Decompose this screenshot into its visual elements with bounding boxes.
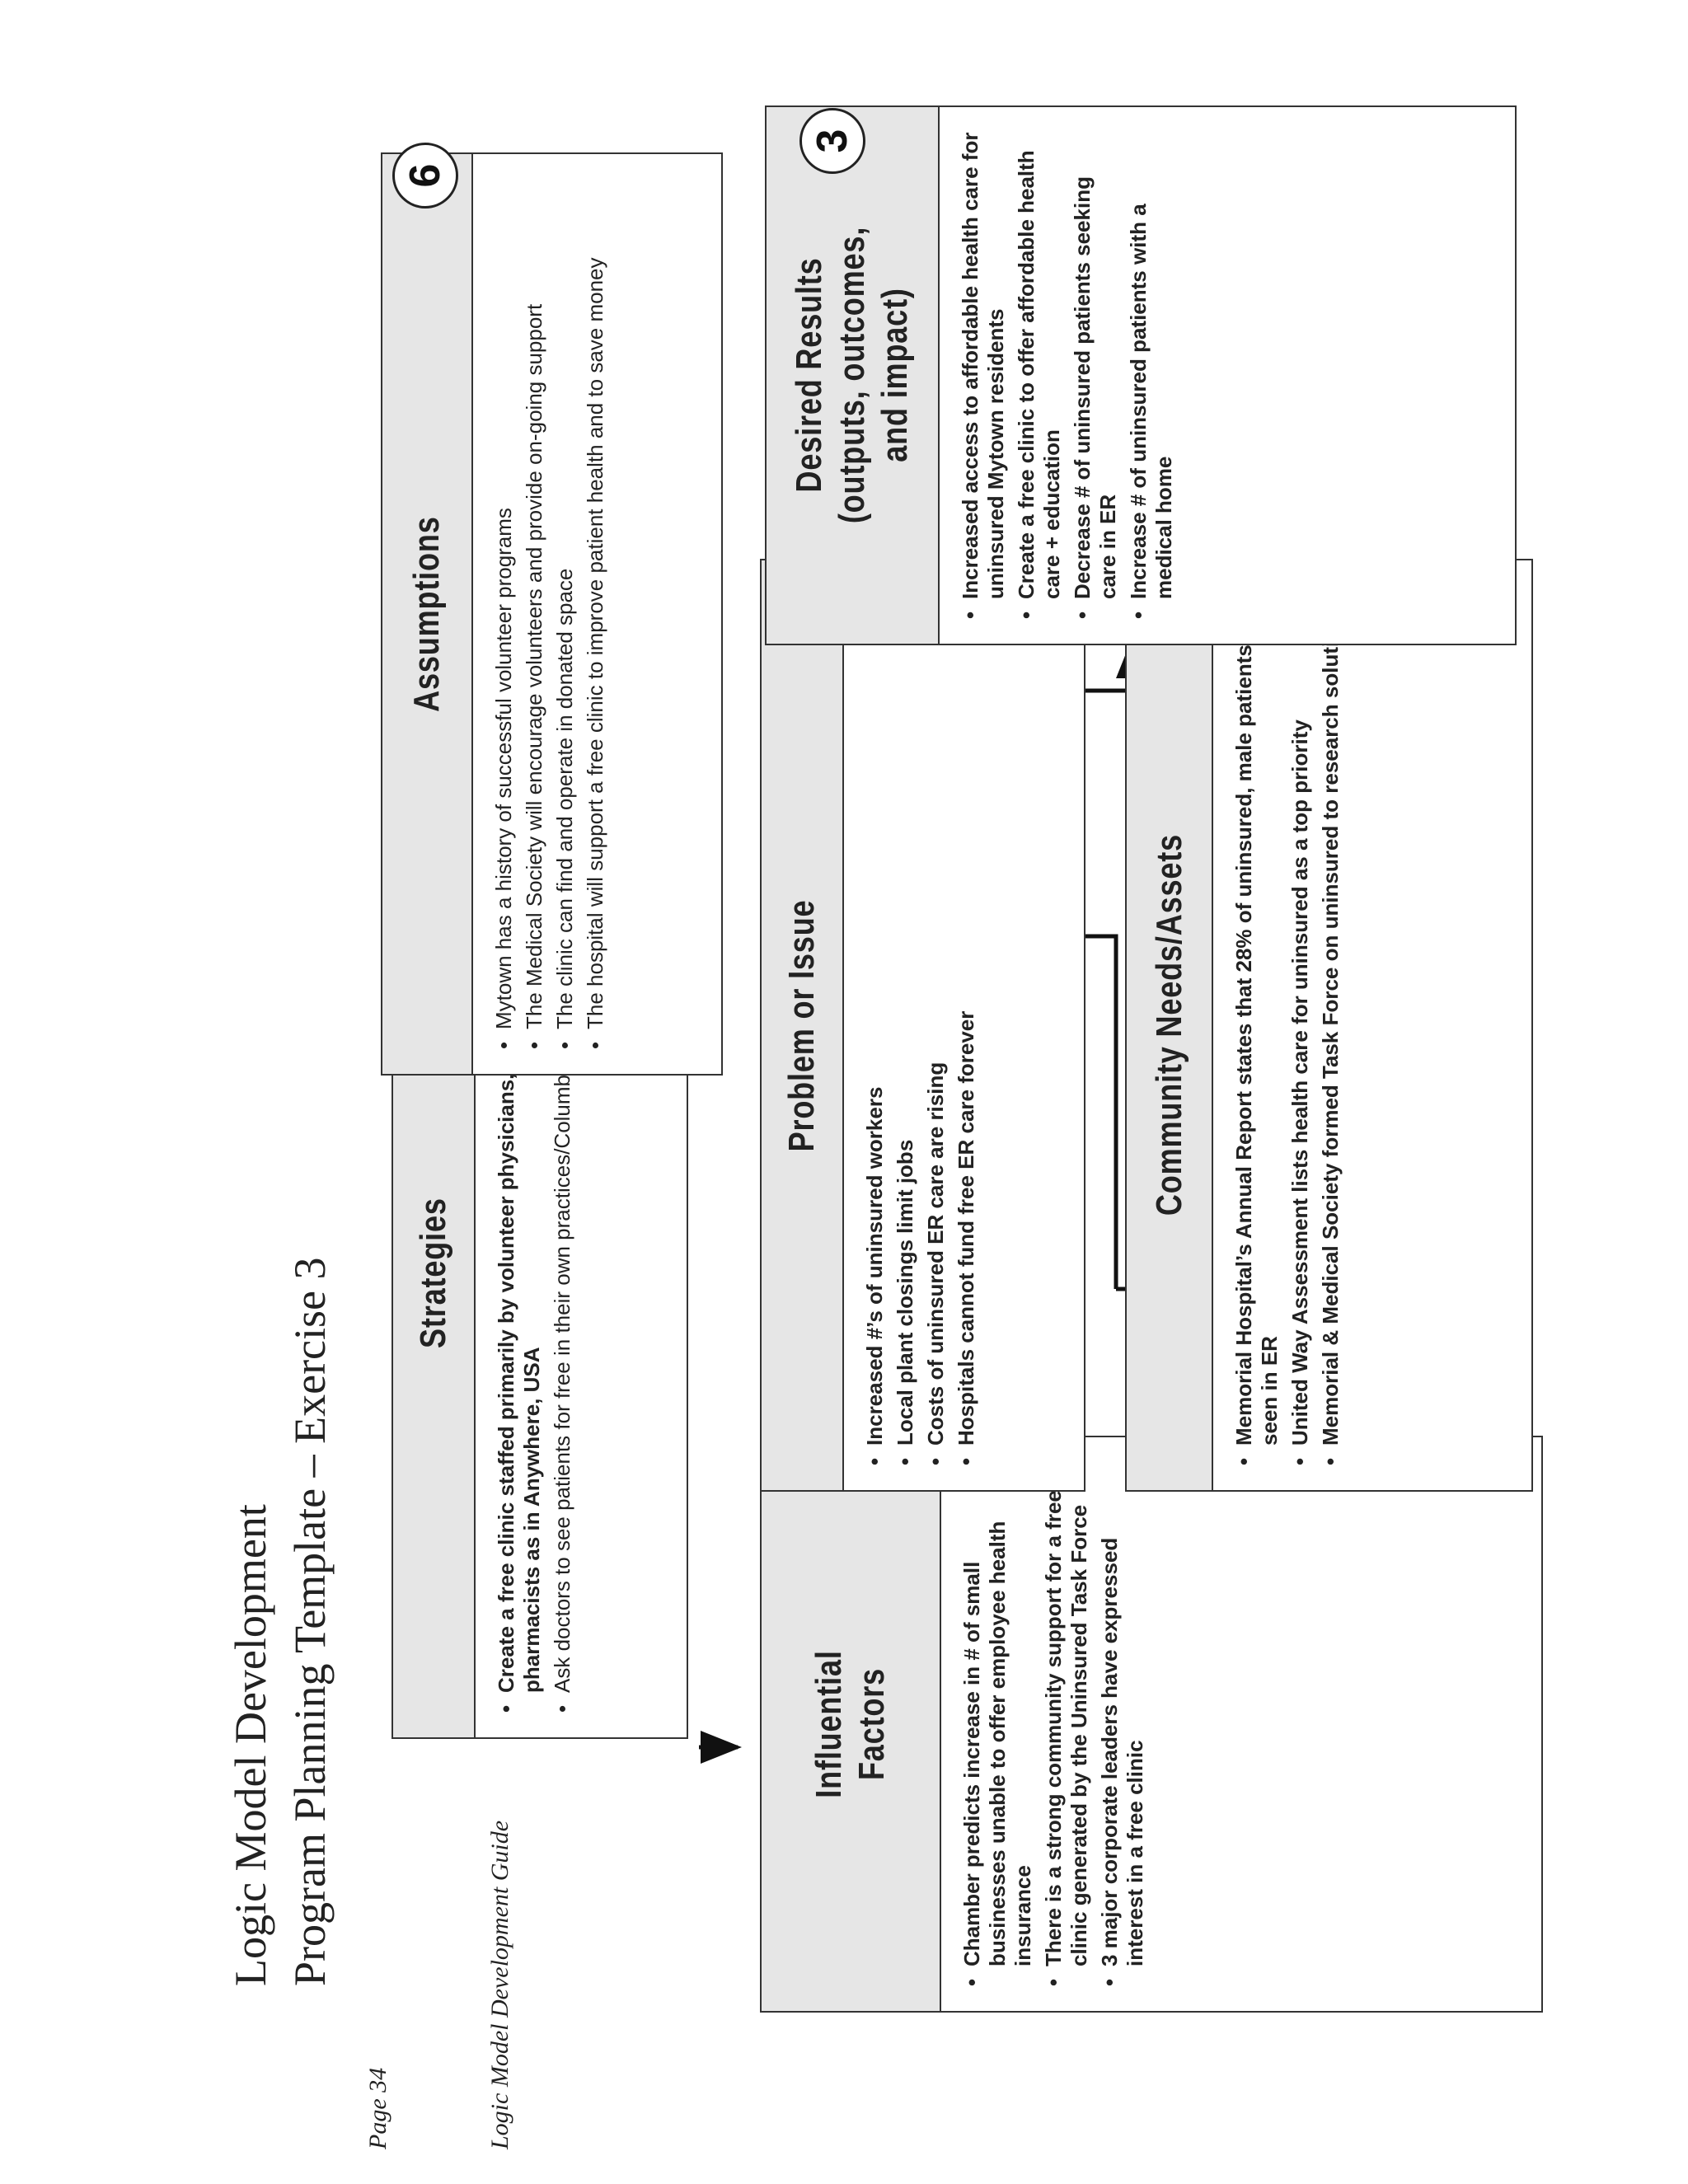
footer-guide-title: Logic Model Development Guide [486,1820,513,2149]
needs-heading: Community Needs/Assets [1148,834,1189,1216]
problem-item: Increased #’s of uninsured workers [862,580,888,1465]
factors-item: There is a strong community support for … [1041,1457,1092,1986]
assumptions-item: Mytown has a history of successful volun… [491,174,517,1049]
strategies-heading: Strategies [413,1197,453,1349]
community-needs-box: Community Needs/Assets Memorial Hospital… [1125,559,1533,1492]
desired-results-box: Desired Results (outputs, outcomes, and … [765,105,1517,645]
results-heading: Desired Results (outputs, outcomes, and … [789,227,915,524]
results-item: Decrease # of uninsured patients seeking… [1070,127,1121,619]
assumptions-item: The Medical Society will encourage volun… [522,174,547,1049]
results-header: Desired Results (outputs, outcomes, and … [767,107,940,644]
footer-page-number: Page 34 [364,2067,392,2149]
factors-item: 3 major corporate leaders have expressed… [1097,1457,1148,1986]
assumptions-heading: Assumptions [406,516,447,712]
needs-body: Memorial Hospital’s Annual Report states… [1213,560,1531,1490]
factors-body: Chamber predicts increase in # of small … [941,1437,1541,2011]
assumptions-body: Mytown has a history of successful volun… [473,154,721,1074]
assumptions-item: The hospital will support a free clinic … [583,174,608,1049]
influential-factors-box: Influential Factors Chamber predicts inc… [760,1424,1543,2013]
needs-item: Memorial Hospital’s Annual Report states… [1231,580,1282,1465]
step-number-badge: 3 [799,108,865,174]
problem-box: Problem or Issue Increased #’s of uninsu… [760,549,1085,1492]
results-item: Increase # of uninsured patients with a … [1126,127,1177,619]
problem-heading: Problem or Issue [781,899,822,1151]
problem-body: Increased #’s of uninsured workers Local… [844,560,1084,1490]
factors-heading: Influential Factors [809,1650,892,1798]
problem-item: Costs of uninsured ER care are rising [923,580,949,1465]
problem-header: Problem or Issue [762,560,844,1490]
needs-item: United Way Assessment lists health care … [1287,580,1313,1465]
results-item: Increased access to affordable health ca… [958,127,1009,619]
problem-item: Hospitals cannot fund free ER care forev… [954,580,979,1465]
problem-item: Local plant closings limit jobs [893,580,918,1465]
step-number-badge: 6 [392,143,458,209]
results-item: Create a free clinic to offer affordable… [1014,127,1065,619]
assumptions-header: Assumptions [382,154,473,1074]
factors-header: Influential Factors [762,1437,941,2011]
results-body: Increased access to affordable health ca… [940,107,1515,644]
needs-item: Memorial & Medical Society formed Task F… [1318,580,1343,1465]
assumptions-item: The clinic can find and operate in donat… [552,174,578,1049]
assumptions-box: Assumptions Mytown has a history of succ… [381,143,723,1076]
needs-header: Community Needs/Assets [1127,560,1213,1490]
factors-item: Chamber predicts increase in # of small … [959,1457,1036,1986]
